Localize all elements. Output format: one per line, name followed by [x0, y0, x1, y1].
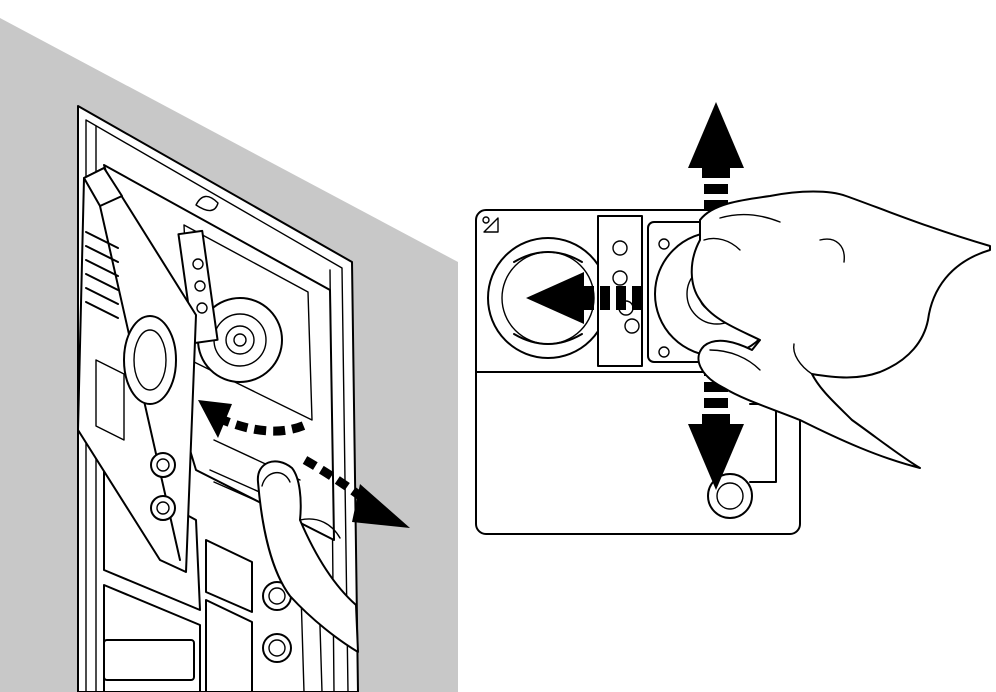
call-button-icon [150, 495, 176, 521]
screw-icon [707, 473, 753, 519]
speaker-icon [123, 315, 177, 405]
arrow-left-icon [526, 272, 642, 324]
hand-icon [690, 190, 991, 469]
plate-lower-details [707, 403, 777, 519]
hand-icon [256, 460, 359, 653]
right-illustration [475, 102, 991, 535]
panel-button-icon [262, 633, 292, 663]
call-button-icon [150, 452, 176, 478]
speaker-grille [85, 231, 119, 319]
left-illustration [0, 18, 458, 692]
front-speaker-panel [77, 167, 197, 573]
curved-arrow-icon [198, 400, 410, 528]
